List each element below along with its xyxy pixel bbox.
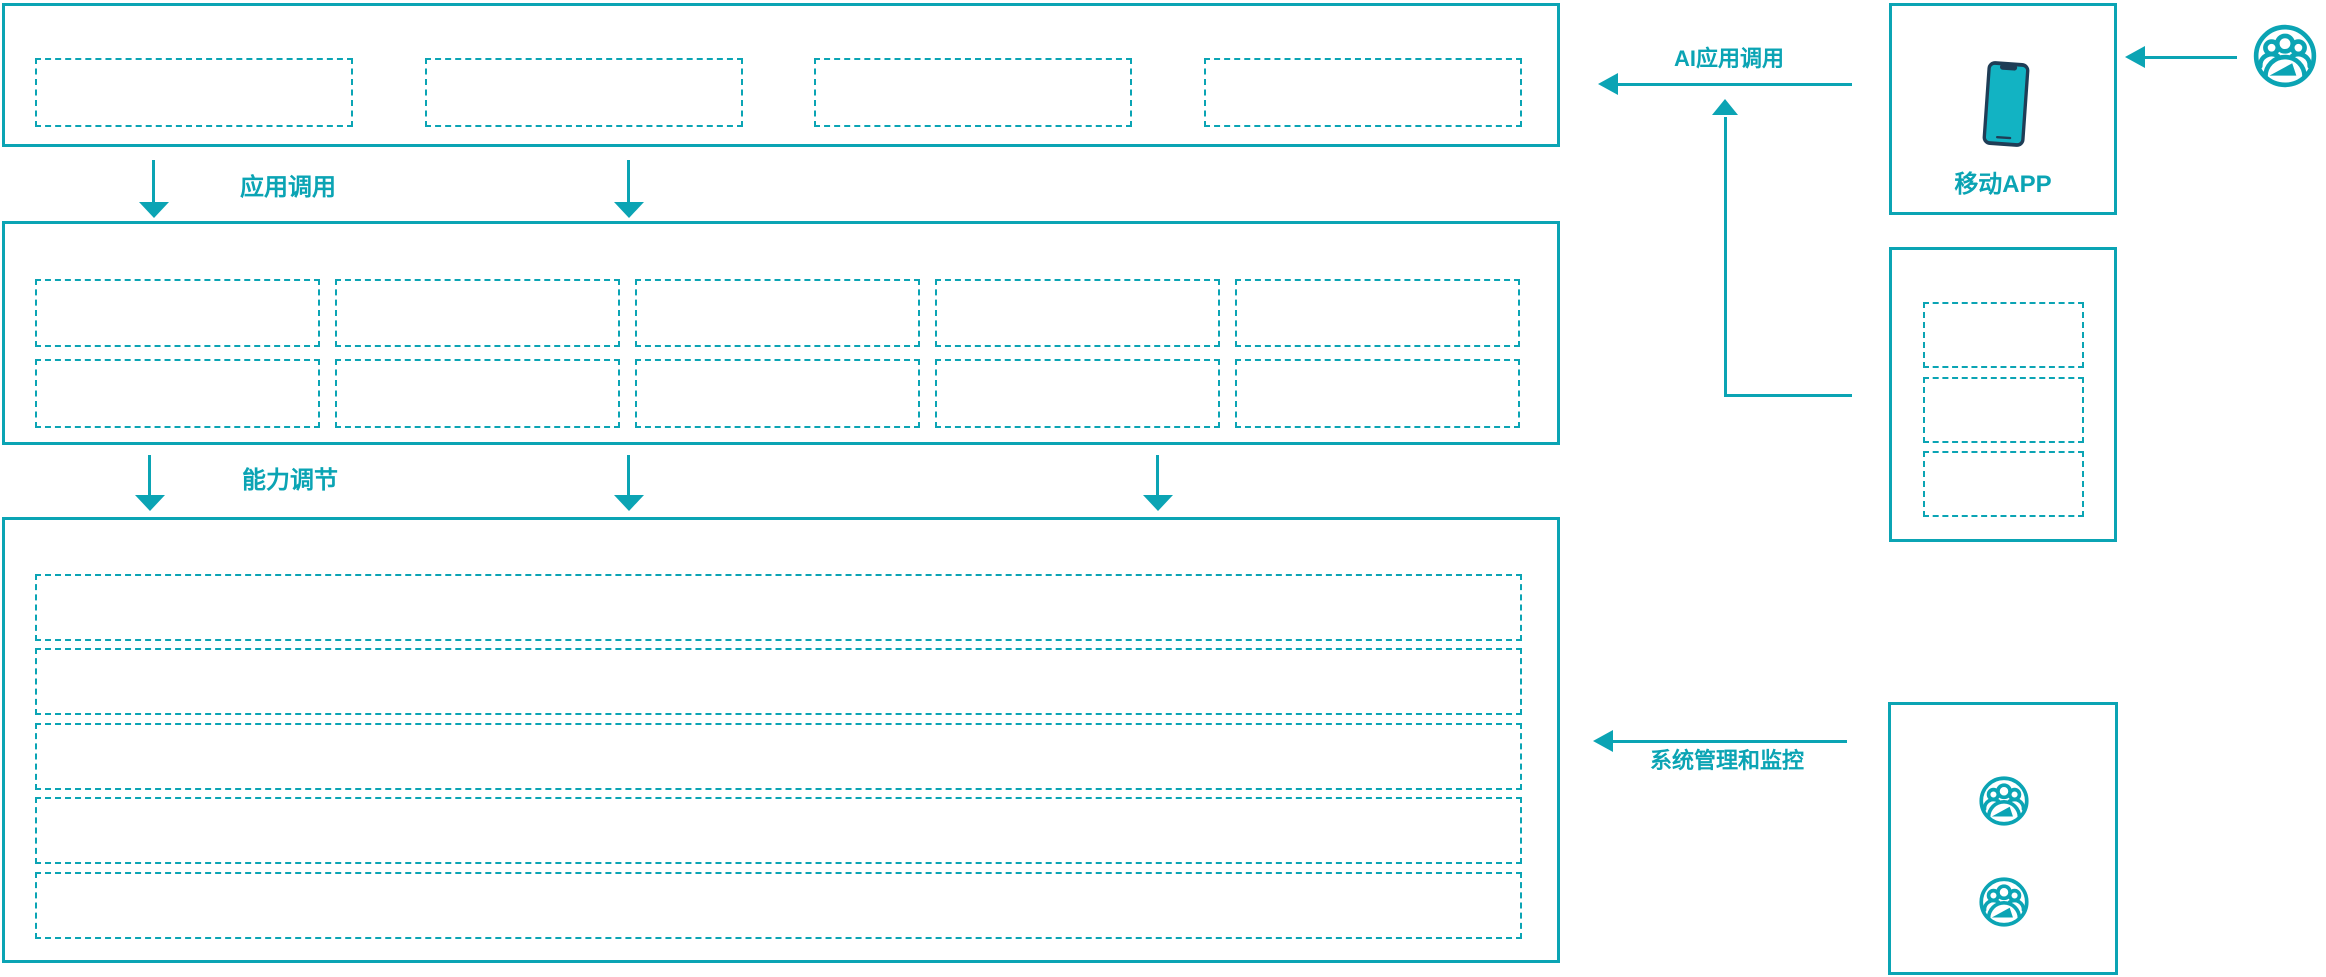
- placeholder-box: [35, 359, 320, 428]
- smartphone-icon: [1981, 60, 2031, 149]
- user-group-icon: [1978, 775, 2030, 827]
- placeholder-row: [35, 872, 1522, 939]
- arrow-line: [1156, 455, 1159, 497]
- arrow-down-icon: [135, 495, 165, 511]
- placeholder-box: [1235, 359, 1520, 428]
- placeholder-row: [35, 574, 1522, 641]
- admin-box: [1888, 702, 2118, 975]
- placeholder-box: [1204, 58, 1522, 127]
- placeholder-box: [335, 279, 620, 347]
- arrow-line: [1613, 740, 1847, 743]
- placeholder-box: [814, 58, 1132, 127]
- placeholder-box: [35, 58, 353, 127]
- connector-line: [1724, 394, 1852, 397]
- arrow-left-icon: [1598, 73, 1618, 95]
- placeholder-box: [635, 279, 920, 347]
- placeholder-box: [1923, 451, 2084, 517]
- right-middle-box: [1889, 247, 2117, 542]
- ai-app-call-label: AI应用调用: [1674, 46, 1785, 71]
- arrow-down-icon: [614, 202, 644, 218]
- user-group-icon: [1978, 876, 2030, 928]
- arrow-line: [2145, 56, 2237, 59]
- arrow-line: [627, 160, 630, 204]
- arrow-up-icon: [1712, 99, 1738, 115]
- system-monitor-label: 系统管理和监控: [1650, 748, 1805, 773]
- arrow-line: [148, 455, 151, 497]
- connector-line: [1724, 117, 1727, 397]
- top-layer-container: [2, 3, 1560, 147]
- app-call-label: 应用调用: [240, 174, 336, 201]
- placeholder-row: [35, 648, 1522, 715]
- user-group-icon: [2252, 23, 2318, 89]
- placeholder-box: [1923, 377, 2084, 443]
- mobile-app-label: 移动APP: [1954, 171, 2052, 198]
- arrow-line: [627, 455, 630, 497]
- arrow-line: [1618, 83, 1852, 86]
- placeholder-box: [635, 359, 920, 428]
- arrow-left-icon: [2125, 46, 2145, 68]
- placeholder-box: [335, 359, 620, 428]
- placeholder-row: [35, 797, 1522, 864]
- arrow-line: [152, 160, 155, 204]
- placeholder-row: [35, 723, 1522, 790]
- arrow-down-icon: [1143, 495, 1173, 511]
- arrow-down-icon: [614, 495, 644, 511]
- placeholder-box: [935, 359, 1220, 428]
- placeholder-box: [425, 58, 743, 127]
- placeholder-box: [1923, 302, 2084, 368]
- placeholder-box: [35, 279, 320, 347]
- arrow-left-icon: [1593, 730, 1613, 752]
- middle-layer-container: [2, 221, 1560, 445]
- capability-adjust-label: 能力调节: [242, 467, 338, 494]
- placeholder-box: [1235, 279, 1520, 347]
- bottom-layer-container: [2, 517, 1560, 963]
- placeholder-box: [935, 279, 1220, 347]
- arrow-down-icon: [139, 202, 169, 218]
